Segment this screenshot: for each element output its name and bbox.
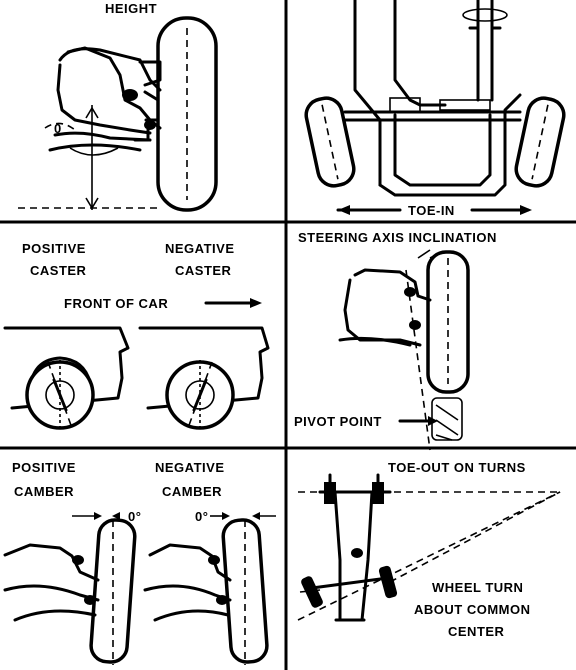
toe-out-label: TOE-OUT ON TURNS [388, 460, 526, 475]
front-arrow [250, 298, 262, 308]
toe-out-line2: ABOUT COMMON [414, 602, 531, 617]
camber-right-wheel [221, 518, 269, 664]
toe-in-label: TOE-IN [408, 203, 455, 218]
positive-caster-line2: CASTER [30, 263, 87, 278]
caster-right-body [138, 326, 270, 410]
toe-out-frame [333, 490, 374, 622]
toe-in-left-wheel [304, 96, 356, 188]
camber-left-wheel [89, 518, 137, 664]
front-of-car-label: FRONT OF CAR [64, 296, 168, 311]
toe-out-right-wheel [378, 565, 398, 599]
height-zero-mark: 0 [54, 121, 62, 136]
toe-out-line1: WHEEL TURN [432, 580, 523, 595]
toe-out-left-wheel [301, 576, 323, 608]
camber-zero-right: 0° [195, 509, 208, 524]
toe-out-line3: CENTER [448, 624, 505, 639]
negative-camber-line2: CAMBER [162, 484, 222, 499]
negative-caster-line2: CASTER [175, 263, 232, 278]
positive-camber-line1: POSITIVE [12, 460, 76, 475]
panel-steering-axis: STEERING AXIS INCLINATION PIVOT POINT [294, 230, 497, 451]
positive-caster-line1: POSITIVE [22, 241, 86, 256]
negative-camber-line1: NEGATIVE [155, 460, 225, 475]
panel-caster: POSITIVE CASTER NEGATIVE CASTER FRONT OF… [3, 241, 270, 430]
negative-caster-line1: NEGATIVE [165, 241, 235, 256]
caster-left-body [3, 326, 130, 410]
positive-camber-line2: CAMBER [14, 484, 74, 499]
toe-out-line-right [389, 491, 561, 583]
toe-in-right-wheel [514, 96, 566, 188]
toe-in-frame [353, 0, 447, 187]
panel-height: HEIGHT 0 [18, 1, 218, 212]
steering-axis-line [405, 269, 431, 451]
height-label: HEIGHT [105, 1, 157, 16]
camber-zero-left: 0° [128, 509, 141, 524]
toe-out-line-left [297, 491, 561, 621]
steering-axis-label: STEERING AXIS INCLINATION [298, 230, 497, 245]
pivot-point-label: PIVOT POINT [294, 414, 382, 429]
panel-toe-in: TOE-IN [304, 0, 566, 218]
panel-toe-out: TOE-OUT ON TURNS WHEEL TURN ABOUT COMMON… [297, 460, 561, 639]
panel-camber: POSITIVE CAMBER NEGATIVE CAMBER 0° 0° [3, 460, 276, 665]
